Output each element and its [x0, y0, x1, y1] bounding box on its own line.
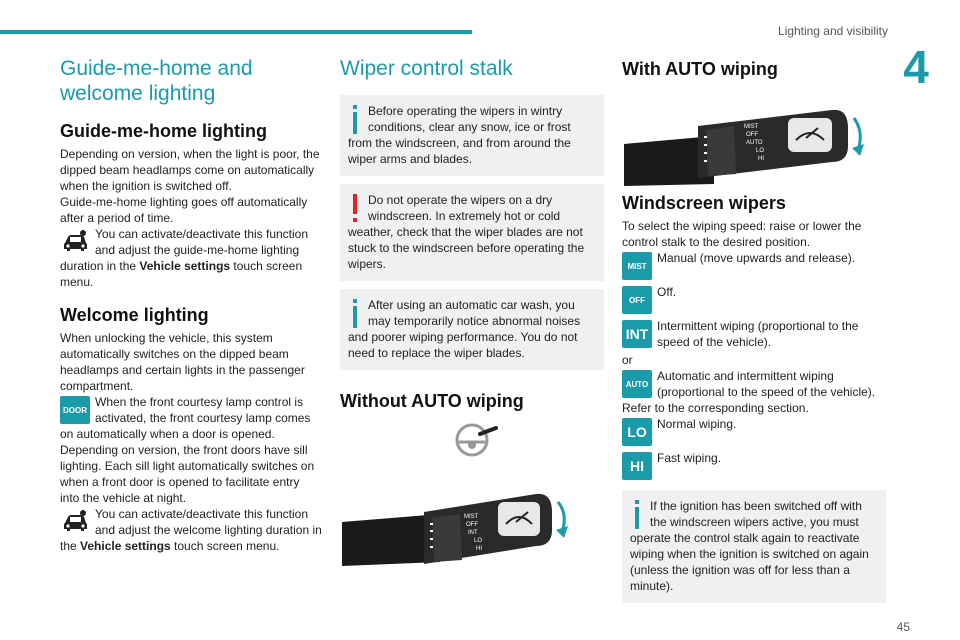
wiper-stalk-illustration: MIST OFF INT LO HI: [342, 423, 568, 566]
vehicle-settings-label: Vehicle settings: [80, 539, 171, 553]
or-text: or: [622, 353, 633, 367]
welcome-paragraph-3: Depending on version, the front doors ha…: [60, 443, 315, 505]
info-note-ignition: If the ignition has been switched off wi…: [622, 490, 886, 603]
column-wiper-modes: With AUTO wiping MIST OFF AUTO LO HI Win…: [622, 56, 886, 611]
vehicle-settings-icon: [60, 228, 90, 256]
int-icon: INT: [622, 320, 652, 348]
heading-guide-me-home: Guide-me-home lighting: [60, 121, 267, 141]
stalk-label-lo: LO: [756, 148, 764, 154]
stalk-label-lo: LO: [474, 538, 482, 544]
stalk-label-int: INT: [468, 530, 478, 536]
guide-me-home-settings-row: You can activate/deactivate this functio…: [60, 226, 322, 290]
heading-with-auto-wiping: With AUTO wiping: [622, 59, 778, 79]
door-icon-label: DOOR: [63, 405, 87, 415]
int-icon-label: INT: [625, 326, 649, 342]
mode-lo-row: LO Normal wiping.: [622, 416, 886, 450]
off-icon: OFF: [622, 286, 652, 314]
heading-welcome-lighting: Welcome lighting: [60, 305, 209, 325]
stalk-label-off: OFF: [746, 132, 758, 138]
heading-without-auto-wiping: Without AUTO wiping: [340, 391, 524, 411]
info-note-ignition-text: If the ignition has been switched off wi…: [630, 499, 869, 593]
page-number: 45: [896, 620, 910, 634]
lo-description: Normal wiping.: [657, 417, 737, 431]
mode-hi-row: HI Fast wiping.: [622, 450, 886, 484]
off-icon-label: OFF: [629, 295, 645, 305]
warning-note-dry-windscreen: Do not operate the wipers on a dry winds…: [340, 184, 604, 281]
guide-me-home-paragraph-2: Guide-me-home lighting goes off automati…: [60, 195, 308, 225]
stalk-label-auto: AUTO: [746, 140, 763, 146]
chapter-title: Lighting and visibility: [777, 24, 888, 38]
stalk-label-hi: HI: [758, 156, 764, 162]
off-description: Off.: [657, 285, 677, 299]
mist-description: Manual (move upwards and release).: [657, 251, 856, 265]
hi-icon-label: HI: [630, 458, 644, 474]
guide-me-home-paragraph-1: Depending on version, when the light is …: [60, 147, 320, 193]
wipers-intro: To select the wiping speed: raise or low…: [622, 219, 862, 249]
info-icon: [348, 299, 362, 329]
welcome-settings-text: You can activate/deactivate this functio…: [60, 507, 322, 553]
mode-mist-row: MIST Manual (move upwards and release).: [622, 250, 886, 284]
info-icon: [348, 105, 362, 135]
mode-int-row: INT Intermittent wiping (proportional to…: [622, 318, 886, 352]
auto-icon: AUTO: [622, 370, 652, 398]
welcome-paragraph-2: When the front courtesy lamp control is …: [60, 395, 311, 441]
guide-me-home-settings-text-end: touch screen menu.: [60, 259, 303, 289]
guide-me-home-settings-text: You can activate/deactivate this functio…: [60, 227, 309, 273]
lo-icon: LO: [622, 418, 652, 446]
door-courtesy-row: DOOR When the front courtesy lamp contro…: [60, 394, 322, 442]
auto-icon-label: AUTO: [625, 379, 649, 389]
header-accent-bar: [0, 30, 472, 34]
welcome-paragraph-1: When unlocking the vehicle, this system …: [60, 331, 305, 393]
mode-auto-row: AUTO Automatic and intermittent wiping (…: [622, 368, 886, 400]
wiper-stalk-auto-illustration: MIST OFF AUTO LO HI: [624, 109, 864, 186]
chapter-number: 4: [903, 41, 929, 93]
auto-description: Automatic and intermittent wiping (propo…: [657, 369, 876, 399]
door-icon: DOOR: [60, 396, 90, 424]
warning-note-text: Do not operate the wipers on a dry winds…: [348, 193, 585, 271]
hi-description: Fast wiping.: [657, 451, 722, 465]
steering-wheel-icon: [455, 423, 498, 457]
stalk-label-mist: MIST: [744, 124, 759, 130]
info-note-wintry: Before operating the wipers in wintry co…: [340, 95, 604, 176]
info-note-wintry-text: Before operating the wipers in wintry co…: [348, 104, 571, 166]
info-icon: [630, 500, 644, 530]
vehicle-settings-icon: [60, 508, 90, 536]
hi-icon: HI: [622, 452, 652, 480]
column-guide-me-home: Guide-me-home and welcome lighting Guide…: [60, 56, 322, 554]
column-wiper-control: Wiper control stalk Before operating the…: [340, 56, 604, 574]
refer-text: Refer to the corresponding section.: [622, 401, 809, 415]
info-note-car-wash-text: After using an automatic car wash, you m…: [348, 298, 581, 360]
heading-windscreen-wipers: Windscreen wipers: [622, 193, 786, 213]
info-note-car-wash: After using an automatic car wash, you m…: [340, 289, 604, 370]
section-title-wiper-control-stalk: Wiper control stalk: [340, 57, 513, 80]
warning-icon: [348, 194, 362, 224]
welcome-settings-row: You can activate/deactivate this functio…: [60, 506, 322, 554]
vehicle-settings-label: Vehicle settings: [139, 259, 231, 273]
stalk-label-mist: MIST: [464, 514, 479, 520]
mode-off-row: OFF Off.: [622, 284, 886, 318]
mist-icon: MIST: [622, 252, 652, 280]
welcome-settings-text-end: touch screen menu.: [170, 539, 280, 553]
int-description: Intermittent wiping (proportional to the…: [657, 319, 859, 349]
mist-icon-label: MIST: [627, 261, 647, 271]
stalk-label-hi: HI: [476, 546, 482, 552]
lo-icon-label: LO: [627, 424, 647, 440]
stalk-label-off: OFF: [466, 522, 478, 528]
section-title-guide-me-home-welcome: Guide-me-home and welcome lighting: [60, 57, 253, 105]
